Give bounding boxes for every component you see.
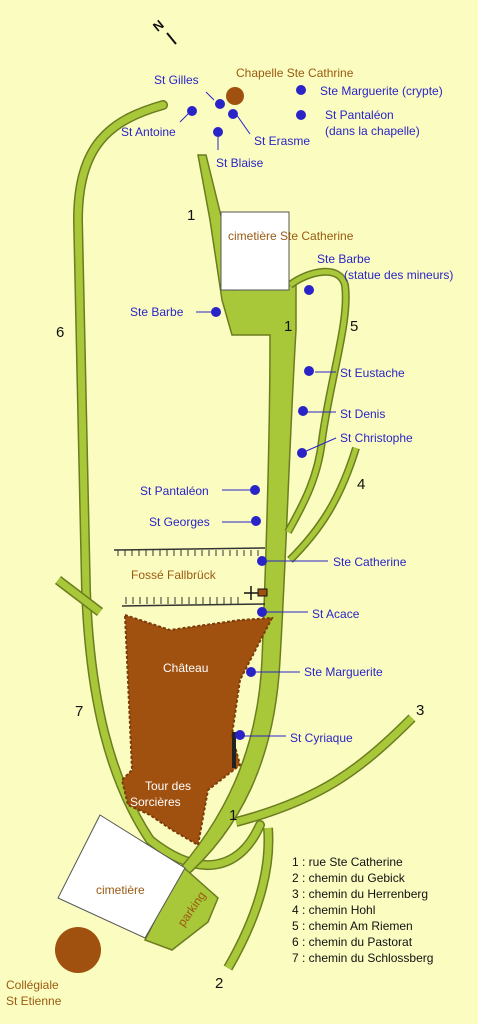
label-st-denis: St Denis [340,407,386,421]
label-st-cyriaque: St Cyriaque [290,731,353,745]
road-7 [54,576,104,616]
road-5 [284,267,350,534]
label-tour-1: Tour des [145,779,192,793]
castle-wall-segment [232,732,236,768]
road-4 [287,446,360,563]
label-collegiale-2: St Etienne [6,994,62,1008]
label-st-blaise: St Blaise [216,156,264,170]
marker-st-gilles [215,99,225,109]
label-ste-marguerite: Ste Marguerite [304,665,383,679]
road-number-1-top: 1 [187,207,196,224]
label-cimetiere-ste-catherine: cimetière Ste Catherine [228,229,354,243]
cross-icon [244,586,268,600]
marker-ste-marguerite [246,667,256,677]
label-chapelle: Chapelle Ste Cathrine [236,66,354,80]
label-fosse: Fossé Fallbrück [131,568,216,582]
road-number-3: 3 [416,702,425,719]
label-st-georges: St Georges [149,515,210,529]
north-arrow-icon [166,32,177,45]
road-number-5: 5 [350,318,359,335]
legend-item: 4 : chemin Hohl [292,903,376,917]
marker-ste-catherine [257,556,267,566]
legend-item: 1 : rue Ste Catherine [292,855,403,869]
label-st-eustache: St Eustache [340,366,405,380]
road-number-1-mid: 1 [284,318,293,335]
fosse-hatches [117,550,259,604]
saint-markers [187,85,314,740]
road-number-7: 7 [75,703,84,720]
label-st-acace: St Acace [312,607,360,621]
label-ste-barbe-mineurs-2: (statue des mineurs) [344,268,454,282]
label-ste-barbe-mineurs-1: Ste Barbe [317,252,371,266]
legend-item: 3 : chemin du Herrenberg [292,887,429,901]
collegiale-icon [55,927,101,973]
marker-st-blaise [213,127,223,137]
marker-st-pantaleon-chapelle [296,110,306,120]
label-chateau: Château [163,661,209,675]
label-cimetiere: cimetière [96,883,145,897]
label-st-pantaleon-chapelle-1: St Pantaléon [325,108,394,122]
road-6 [72,100,265,870]
leader-lines [179,91,337,737]
road-number-6: 6 [56,324,65,341]
marker-ste-marguerite-crypte [296,85,306,95]
label-st-pantaleon-chapelle-2: (dans la chapelle) [325,124,420,138]
label-st-gilles: St Gilles [154,73,199,87]
label-tour-2: Sorcières [130,795,181,809]
label-ste-catherine: Ste Catherine [333,555,407,569]
chateau-shape [120,613,274,847]
road-number-4: 4 [357,476,366,493]
legend-item: 2 : chemin du Gebick [292,871,405,885]
fosse-fallbruck-lines [113,547,266,607]
marker-st-erasme [228,109,238,119]
marker-st-denis [298,406,308,416]
marker-st-christophe [297,448,307,458]
road-3 [234,714,416,827]
marker-st-eustache [304,366,314,376]
road-number-2: 2 [215,975,224,992]
marker-st-cyriaque [235,730,245,740]
marker-ste-barbe [211,307,221,317]
label-ste-barbe: Ste Barbe [130,305,184,319]
label-st-pantaleon: St Pantaléon [140,484,209,498]
legend-item: 6 : chemin du Pastorat [292,935,413,949]
cemetery-ste-catherine [220,211,290,291]
label-st-antoine: St Antoine [121,125,176,139]
marker-st-acace [257,607,267,617]
legend-item: 5 : chemin Am Riemen [292,919,413,933]
legend: 1 : rue Ste Catherine 2 : chemin du Gebi… [292,854,433,966]
marker-st-pantaleon [250,485,260,495]
road-number-1-low: 1 [229,807,238,824]
cemetery-lower [57,814,186,939]
road-2 [223,827,274,971]
legend-item: 7 : chemin du Schlossberg [292,951,434,965]
marker-st-georges [251,516,261,526]
chapelle-icon [226,87,244,105]
label-ste-marguerite-crypte: Ste Marguerite (crypte) [320,84,443,98]
label-st-christophe: St Christophe [340,431,413,445]
label-st-erasme: St Erasme [254,134,311,148]
marker-ste-barbe-mineurs [304,285,314,295]
label-collegiale-1: Collégiale [6,978,59,992]
marker-st-antoine [187,106,197,116]
